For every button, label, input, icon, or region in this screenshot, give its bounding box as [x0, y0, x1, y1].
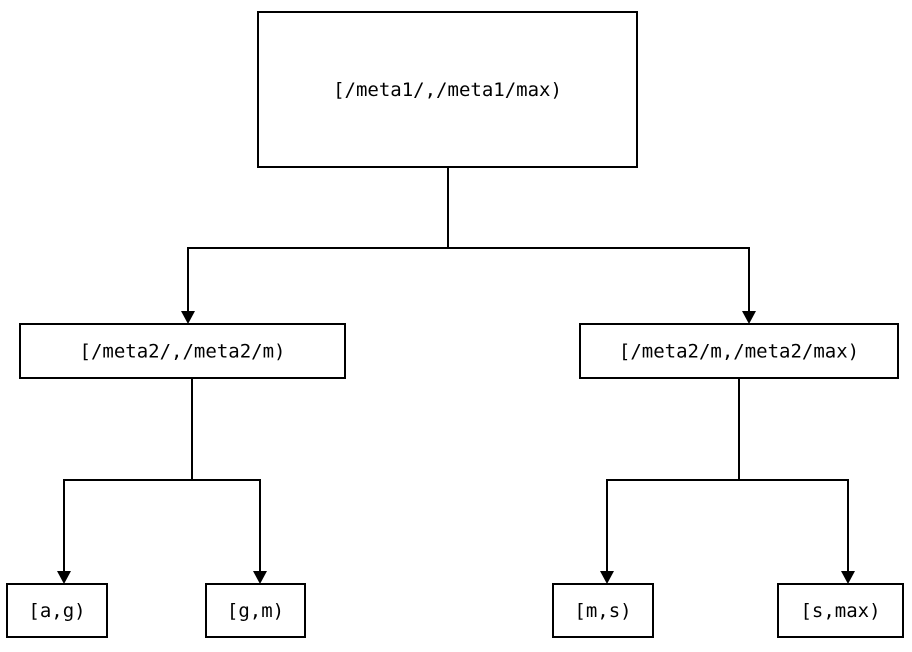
- edges-layer: [57, 167, 855, 584]
- tree-node-root[interactable]: [/meta1/,/meta1/max): [257, 11, 638, 168]
- tree-node-leaf-a-g[interactable]: [a,g): [6, 583, 108, 638]
- edge-connector-line: [187, 167, 449, 311]
- tree-node-left-branch[interactable]: [/meta2/,/meta2/m): [19, 323, 346, 379]
- tree-edge-leaf-a-g: [57, 378, 193, 584]
- edge-connector-line: [447, 167, 750, 311]
- tree-edge-right-branch: [447, 167, 756, 324]
- node-box-leaf-m-s[interactable]: [552, 583, 654, 638]
- tree-edge-leaf-s-max: [738, 378, 855, 584]
- tree-edge-leaf-g-m: [191, 378, 267, 584]
- arrow-head-icon: [57, 571, 71, 584]
- node-box-root[interactable]: [257, 11, 638, 168]
- tree-node-leaf-m-s[interactable]: [m,s): [552, 583, 654, 638]
- arrow-head-icon: [181, 311, 195, 324]
- node-box-leaf-a-g[interactable]: [6, 583, 108, 638]
- tree-node-right-branch[interactable]: [/meta2/m,/meta2/max): [579, 323, 899, 379]
- node-box-left-branch[interactable]: [19, 323, 346, 379]
- nodes-layer: [/meta1/,/meta1/max) [/meta2/,/meta2/m) [/…: [6, 11, 904, 638]
- arrow-head-icon: [841, 571, 855, 584]
- edge-connector-line: [738, 378, 849, 571]
- node-label-leaf-a-g: [a,g): [28, 600, 85, 622]
- node-box-right-branch[interactable]: [579, 323, 899, 379]
- tree-node-leaf-g-m[interactable]: [g,m): [205, 583, 306, 638]
- node-label-left-branch: [/meta2/,/meta2/m): [80, 341, 286, 363]
- tree-edge-leaf-m-s: [600, 378, 740, 584]
- arrow-head-icon: [253, 571, 267, 584]
- node-label-leaf-s-max: [s,max): [800, 600, 880, 622]
- node-label-root: [/meta1/,/meta1/max): [333, 79, 562, 101]
- node-label-right-branch: [/meta2/m,/meta2/max): [619, 341, 859, 363]
- node-label-leaf-m-s: [m,s): [574, 600, 631, 622]
- edge-connector-line: [63, 378, 193, 571]
- arrow-head-icon: [600, 571, 614, 584]
- tree-edge-left-branch: [181, 167, 449, 324]
- edge-connector-line: [191, 378, 261, 571]
- tree-node-leaf-s-max[interactable]: [s,max): [777, 583, 904, 638]
- edge-connector-line: [606, 378, 740, 571]
- arrow-head-icon: [742, 311, 756, 324]
- node-box-leaf-s-max[interactable]: [777, 583, 904, 638]
- node-box-leaf-g-m[interactable]: [205, 583, 306, 638]
- node-label-leaf-g-m: [g,m): [227, 600, 284, 622]
